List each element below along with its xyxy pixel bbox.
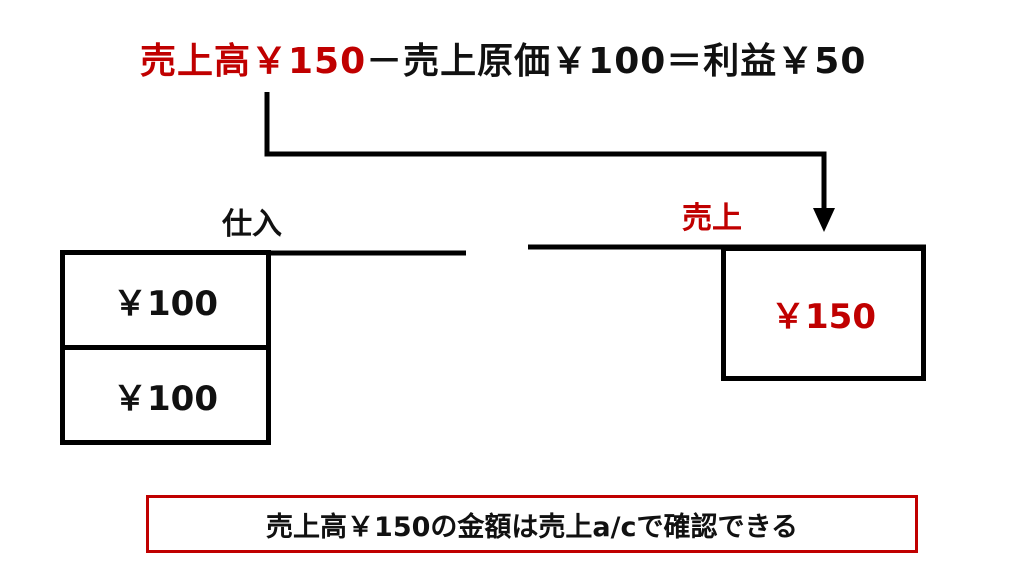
- purchases-entry-2: ￥100: [60, 345, 271, 445]
- arrow-head: [813, 208, 835, 232]
- connector-arrow-line: [264, 92, 827, 212]
- note-box: 売上高￥150の金額は売上a/cで確認できる: [146, 495, 918, 553]
- formula-rest: －売上原価￥100＝利益￥50: [366, 41, 867, 82]
- purchases-account-title: 仕入: [222, 207, 282, 242]
- note-text: 売上高￥150の金額は売上a/cで確認できる: [266, 511, 798, 543]
- sales-entry-1: ￥150: [721, 246, 926, 381]
- sales-account-title: 売上: [682, 201, 742, 236]
- purchases-entry-1: ￥100: [60, 250, 271, 350]
- formula: 売上高￥150－売上原価￥100＝利益￥50: [140, 34, 866, 90]
- formula-sales: 売上高￥150: [140, 41, 367, 82]
